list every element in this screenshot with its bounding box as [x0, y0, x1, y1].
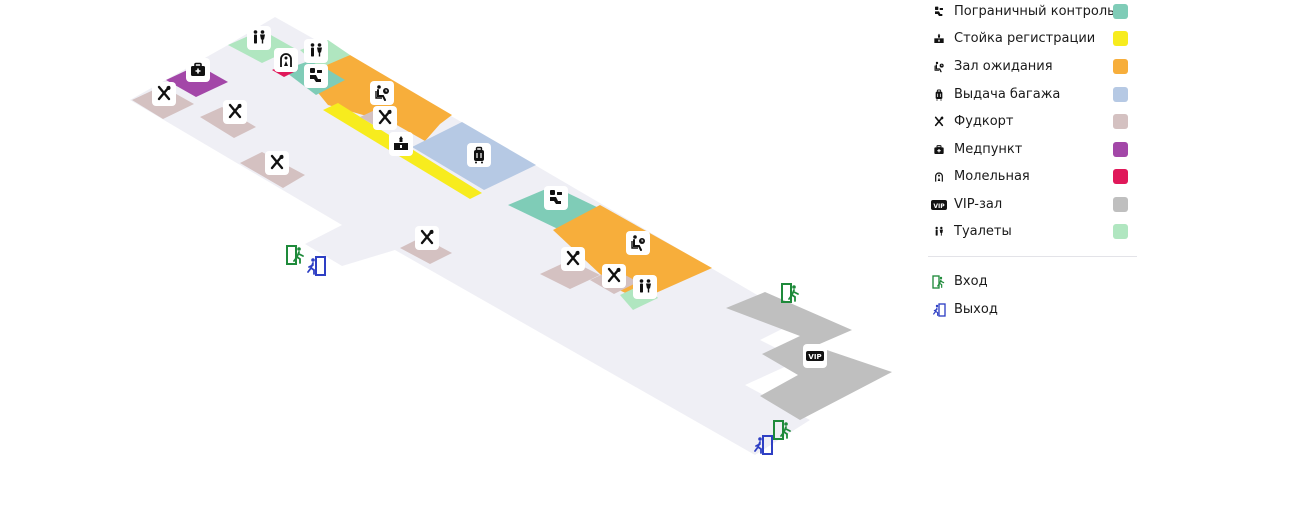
border-control-icon[interactable] [304, 64, 328, 88]
baggage-icon [931, 87, 947, 103]
entrance-icon[interactable] [771, 418, 795, 442]
legend-label: Стойка регистрации [954, 31, 1096, 46]
zone-foodcourt-5[interactable] [540, 260, 600, 289]
zone-foodcourt-4[interactable] [400, 237, 452, 264]
legend-item-baggage[interactable]: Выдача багажа [928, 85, 1138, 105]
exit-icon[interactable] [751, 433, 775, 457]
foodcourt-icon[interactable] [265, 151, 289, 175]
terminal-map [130, 17, 892, 455]
legend-swatch [1113, 169, 1128, 184]
checkin-desk-icon [931, 31, 947, 47]
legend-item-exit[interactable]: Выход [928, 300, 1138, 320]
legend-label: Туалеты [954, 224, 1012, 239]
toilets-icon[interactable] [304, 39, 328, 63]
legend-item-medical[interactable]: Медпункт [928, 140, 1138, 160]
foodcourt-icon[interactable] [602, 264, 626, 288]
legend-label: VIP-зал [954, 197, 1003, 212]
legend-swatch [1113, 87, 1128, 102]
legend-label: Вход [954, 274, 988, 289]
legend-label: Зал ожидания [954, 59, 1053, 74]
legend-swatch [1113, 4, 1128, 19]
waiting-hall-icon[interactable] [370, 81, 394, 105]
legend-item-prayer-room[interactable]: Молельная [928, 167, 1138, 187]
legend-swatch [1113, 31, 1128, 46]
legend-swatch [1113, 224, 1128, 239]
foodcourt-icon[interactable] [152, 82, 176, 106]
legend-swatch [1113, 59, 1128, 74]
exit-icon [931, 302, 947, 318]
foodcourt-icon[interactable] [223, 100, 247, 124]
legend-swatch [1113, 114, 1128, 129]
entrance-icon[interactable] [284, 243, 308, 267]
vip-badge-text: VIP [808, 353, 821, 361]
toilets-icon[interactable] [247, 26, 271, 50]
legend-item-toilets[interactable]: Туалеты [928, 222, 1138, 242]
waiting-hall-icon [931, 59, 947, 75]
legend-label: Выдача багажа [954, 87, 1061, 102]
legend-item-border-control[interactable]: Пограничный контроль [928, 2, 1138, 22]
entrance-icon [931, 274, 947, 290]
prayer-room-icon[interactable] [274, 48, 298, 72]
legend-item-waiting-hall[interactable]: Зал ожидания [928, 57, 1138, 77]
terminal-floorplan [130, 17, 892, 455]
legend-label: Медпункт [954, 142, 1023, 157]
legend-item-checkin[interactable]: Стойка регистрации [928, 29, 1138, 49]
vip-legend-badge-text: VIP [933, 203, 945, 210]
baggage-icon[interactable] [467, 143, 491, 167]
medical-icon[interactable] [186, 58, 210, 82]
vip-legend-badge: VIP [931, 200, 947, 210]
medical-icon [931, 142, 947, 158]
legend-item-entrance[interactable]: Вход [928, 272, 1138, 292]
border-control-icon [931, 4, 947, 20]
vip-badge: VIP [803, 344, 827, 368]
legend-swatch [1113, 142, 1128, 157]
terminal-floor [130, 17, 810, 455]
legend-item-foodcourt[interactable]: Фудкорт [928, 112, 1138, 132]
legend-item-vip[interactable]: VIP VIP-зал [928, 195, 1138, 215]
entrance-icon[interactable] [779, 281, 803, 305]
exit-icon[interactable] [304, 254, 328, 278]
legend-divider [928, 256, 1137, 257]
toilets-icon [931, 224, 947, 240]
legend-label: Пограничный контроль [954, 4, 1115, 19]
foodcourt-icon[interactable] [561, 247, 585, 271]
legend-label: Молельная [954, 169, 1030, 184]
vip-icon: VIP [931, 197, 947, 213]
legend-label: Фудкорт [954, 114, 1014, 129]
foodcourt-icon[interactable] [415, 226, 439, 250]
border-control-icon[interactable] [544, 186, 568, 210]
foodcourt-icon[interactable] [373, 106, 397, 130]
waiting-hall-icon[interactable] [626, 231, 650, 255]
toilets-icon[interactable] [633, 275, 657, 299]
prayer-room-icon [931, 169, 947, 185]
vip-icon[interactable]: VIP [803, 344, 827, 368]
foodcourt-icon [931, 114, 947, 130]
checkin-desk-icon[interactable] [389, 132, 413, 156]
legend-swatch [1113, 197, 1128, 212]
legend-label: Выход [954, 302, 998, 317]
